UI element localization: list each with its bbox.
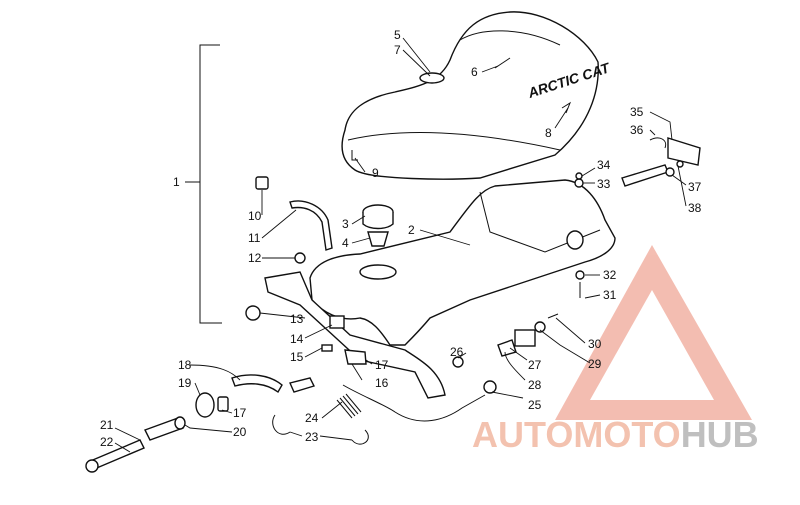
callout-labels: 1 2 3 4 5 6 7 8 9 10 11 12 13 14 15 16 1… <box>100 28 702 449</box>
callout-33: 33 <box>597 177 611 191</box>
callout-6: 6 <box>471 65 478 79</box>
watermark-part-moto: MOTO <box>573 414 680 455</box>
callout-9: 9 <box>372 166 379 180</box>
callout-29: 29 <box>588 357 602 371</box>
watermark-part-hub: HUB <box>681 414 759 455</box>
callout-28: 28 <box>528 378 542 392</box>
callout-23: 23 <box>305 430 319 444</box>
callout-19: 19 <box>178 376 192 390</box>
callout-17-upper: 17 <box>375 358 389 372</box>
callout-25: 25 <box>528 398 542 412</box>
watermark-triangle-logo <box>555 245 752 420</box>
callout-13: 13 <box>290 312 304 326</box>
callout-34: 34 <box>597 158 611 172</box>
callout-7: 7 <box>394 43 401 57</box>
callout-38: 38 <box>688 201 702 215</box>
assembly-bracket <box>185 44 222 324</box>
callout-10: 10 <box>248 209 262 223</box>
callout-1: 1 <box>173 175 180 189</box>
parts-top-right <box>574 137 701 298</box>
callout-12: 12 <box>248 251 262 265</box>
clamp-spring-cable <box>272 313 559 445</box>
fuel-tank <box>264 179 616 399</box>
callout-36: 36 <box>630 123 644 137</box>
callout-18: 18 <box>178 358 192 372</box>
callout-3: 3 <box>342 217 349 231</box>
watermark-wordmark: AUTOMOTOHUB <box>472 414 759 455</box>
callout-16: 16 <box>375 376 389 390</box>
watermark-part-auto: AUTO <box>472 414 573 455</box>
callout-37: 37 <box>688 180 702 194</box>
callout-26: 26 <box>450 345 464 359</box>
callout-32: 32 <box>603 268 617 282</box>
callout-20: 20 <box>233 425 247 439</box>
callout-30: 30 <box>588 337 602 351</box>
callout-35: 35 <box>630 105 644 119</box>
callout-4: 4 <box>342 236 349 250</box>
callout-2: 2 <box>408 223 415 237</box>
callout-21: 21 <box>100 418 114 432</box>
leader-lines <box>114 37 687 453</box>
callout-27: 27 <box>528 358 542 372</box>
callout-14: 14 <box>290 332 304 346</box>
callout-15: 15 <box>290 350 304 364</box>
callout-17-lower: 17 <box>233 406 247 420</box>
svg-text:AUTOMOTOHUB: AUTOMOTOHUB <box>472 414 759 455</box>
callout-8: 8 <box>545 126 552 140</box>
callout-22: 22 <box>100 435 114 449</box>
callout-11: 11 <box>248 231 261 245</box>
fuel-cap <box>362 204 394 247</box>
fuel-line-assembly <box>85 374 315 473</box>
callout-31: 31 <box>603 288 617 302</box>
callout-24: 24 <box>305 411 319 425</box>
seat: ARCTIC CAT <box>341 11 613 180</box>
callout-5: 5 <box>394 28 401 42</box>
